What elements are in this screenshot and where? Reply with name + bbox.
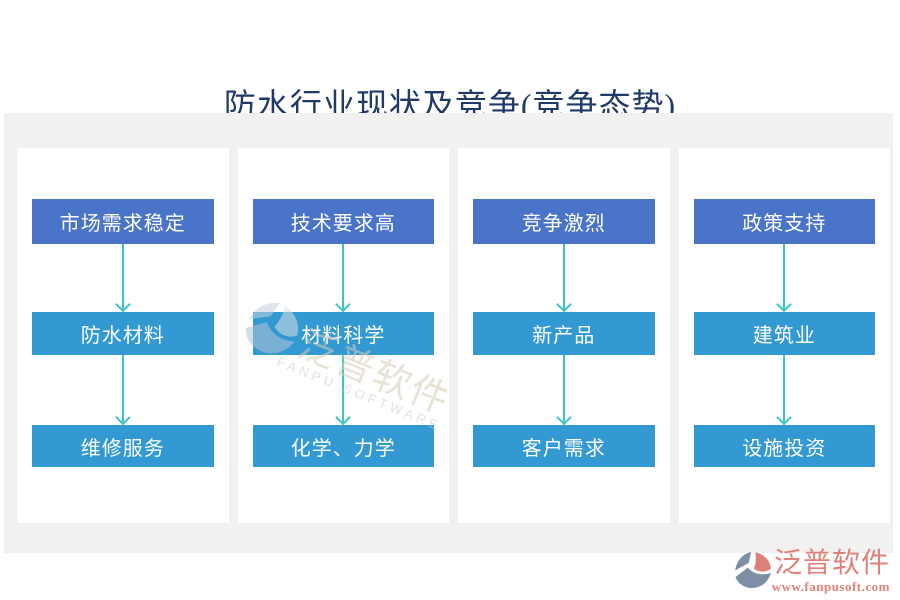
down-arrow-icon — [335, 355, 351, 425]
flow-column-competition: 竞争激烈 新产品 客户需求 — [458, 148, 670, 523]
flow-step: 客户需求 — [473, 425, 655, 467]
flow-panel: 市场需求稳定 防水材料 维修服务 技术要求高 材料科学 化学、力学 竞争激烈 新… — [4, 113, 893, 553]
down-arrow-icon — [115, 244, 131, 312]
flow-step: 防水材料 — [32, 312, 214, 355]
flow-step: 化学、力学 — [252, 425, 434, 467]
flow-column-technology: 技术要求高 材料科学 化学、力学 — [237, 148, 449, 523]
flow-step: 设施投资 — [693, 425, 875, 467]
fanpu-logo-icon — [734, 551, 771, 589]
footer-brand: 泛普软件 www.fanpusoft.com — [734, 549, 890, 594]
down-arrow-icon — [335, 244, 351, 312]
flow-step: 竞争激烈 — [473, 199, 655, 244]
flow-step: 新产品 — [473, 312, 655, 355]
footer-brand-name: 泛普软件 — [773, 548, 890, 579]
flow-column-market: 市场需求稳定 防水材料 维修服务 — [17, 148, 229, 523]
footer-brand-url: www.fanpusoft.com — [771, 579, 890, 594]
down-arrow-icon — [776, 355, 792, 425]
down-arrow-icon — [776, 244, 792, 312]
flow-step: 市场需求稳定 — [32, 199, 214, 244]
down-arrow-icon — [115, 355, 131, 425]
flow-step: 建筑业 — [693, 312, 875, 355]
down-arrow-icon — [556, 244, 572, 312]
down-arrow-icon — [556, 355, 572, 425]
flow-step: 材料科学 — [252, 312, 434, 355]
flow-step: 技术要求高 — [252, 199, 434, 244]
flow-step: 政策支持 — [693, 199, 875, 244]
flow-step: 维修服务 — [32, 425, 214, 467]
flow-column-policy: 政策支持 建筑业 设施投资 — [678, 148, 890, 523]
